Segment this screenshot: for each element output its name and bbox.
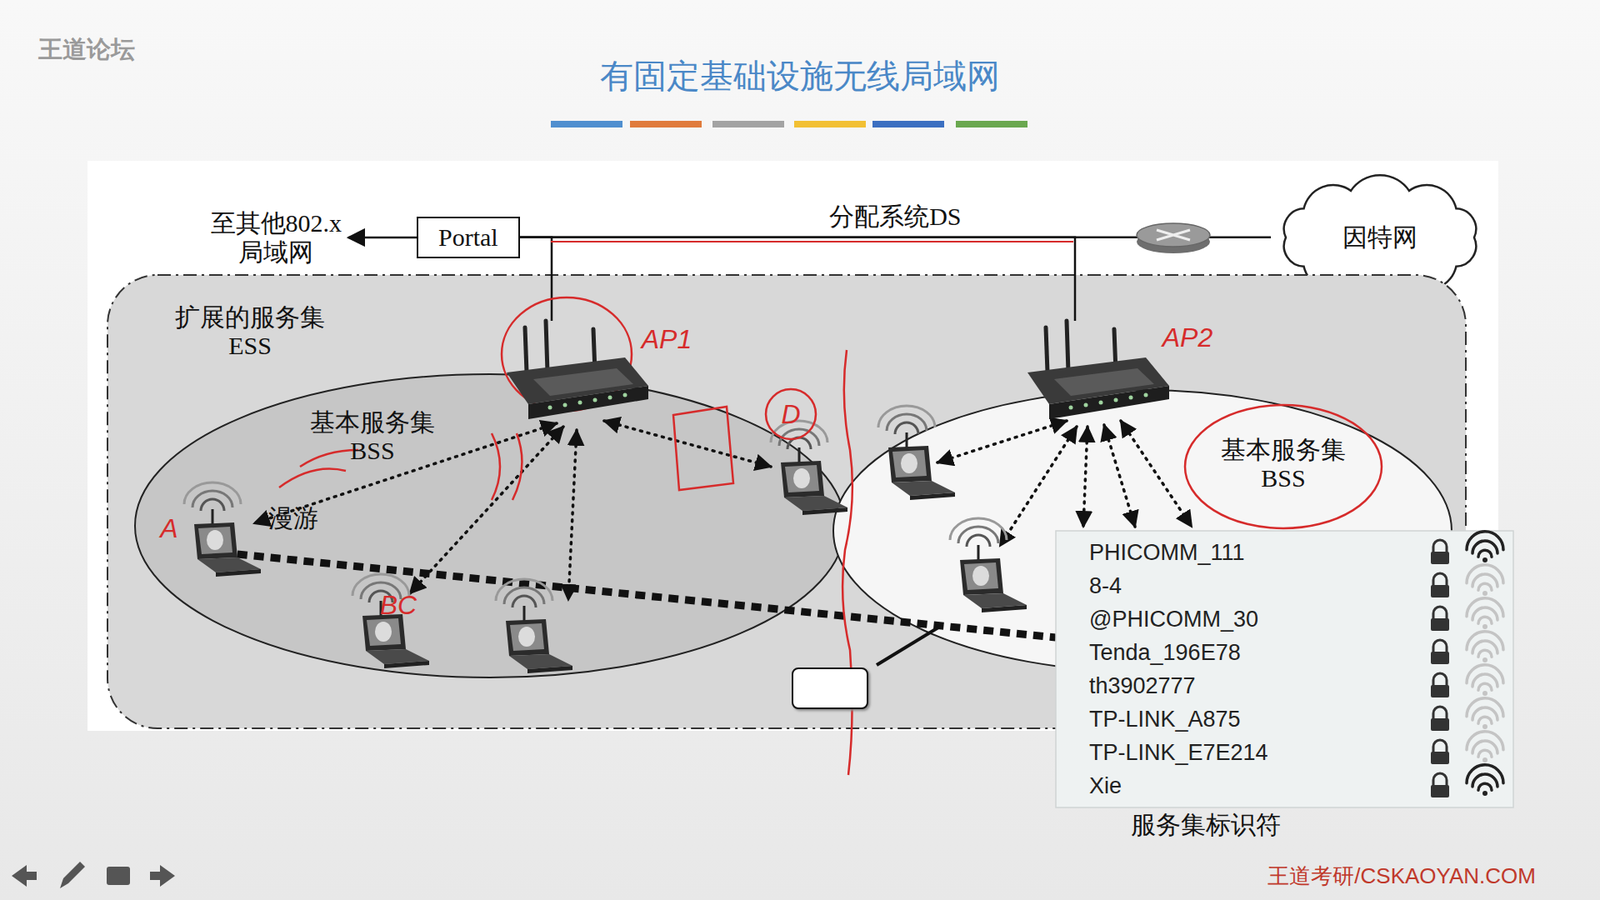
access-point: AP2 — [1020, 320, 1213, 425]
row-icons — [1430, 765, 1504, 798]
laptop-icon — [184, 405, 1027, 674]
panel-ground — [1055, 530, 1514, 808]
title-bars — [550, 120, 1028, 128]
edge-label-holder: 分配系统DS — [829, 201, 961, 231]
leader-line — [876, 627, 939, 665]
ap-label: AP1 — [641, 324, 692, 355]
row-icons — [1430, 631, 1504, 665]
label-holder: 王道论坛 — [38, 33, 135, 67]
ssid-name: TP-LINK_E7E214 — [1089, 735, 1514, 770]
node-label: 基本服务集 BSS — [310, 408, 435, 466]
ds-wire — [520, 237, 552, 321]
title-holder: 有固定基础设施无线局域网 — [0, 53, 1600, 100]
ssid-name: PHICOMM_111 — [1089, 535, 1514, 570]
node-label: Portal — [438, 223, 499, 251]
row-icons — [1430, 665, 1504, 698]
row-icons — [1430, 731, 1504, 765]
roaming-path — [204, 550, 1056, 638]
navigation-icons — [11, 861, 175, 889]
ssid-list-panel: PHICOMM_1118-4@PHICOMM_30Tenda_196E78th3… — [1055, 530, 1514, 840]
label-holder: 王道考研/CSKAOYAN.COM — [1267, 861, 1536, 891]
label-holder: 至其他802.x 局域网 — [210, 209, 343, 267]
edge-label: 分配系统DS — [829, 201, 961, 230]
internet-cloud: 因特网 — [1270, 173, 1490, 302]
handwritten-letter: A — [160, 513, 178, 544]
access-point: AP1 — [500, 320, 692, 430]
row-icons — [1430, 565, 1504, 598]
portal-box: Portal — [416, 216, 520, 260]
bss-ellipse: 基本服务集 BSSAP1 — [133, 372, 847, 680]
node-label: 漫游 — [268, 504, 319, 532]
ssid-name: Xie — [1089, 769, 1514, 803]
ssid-name: TP-LINK_A875 — [1089, 702, 1514, 736]
ap-label: AP2 — [1162, 322, 1213, 354]
ssid-name: @PHICOMM_30 — [1089, 602, 1514, 636]
footer-credit: 王道考研/CSKAOYAN.COM — [1267, 863, 1536, 889]
row-icons — [1430, 698, 1504, 731]
watermark: 王道论坛 — [38, 35, 135, 63]
node-label: 扩展的服务集 ESS — [175, 303, 325, 361]
label-holder: A — [160, 513, 178, 545]
panel-ground — [1055, 530, 1514, 808]
bss-ellipse-outline — [133, 372, 847, 680]
router-icon — [1136, 223, 1210, 254]
row-icons — [1430, 531, 1504, 565]
roaming-callout: 漫游 — [791, 667, 869, 710]
ssid-name: Tenda_196E78 — [1089, 635, 1514, 670]
node-label: 基本服务集 BSS — [1220, 435, 1346, 494]
ssid-name: 8-4 — [1089, 569, 1514, 603]
ssid-name: th3902777 — [1089, 669, 1514, 703]
label-holder: BC — [380, 590, 417, 621]
node-label: 因特网 — [1342, 223, 1418, 253]
red-annotation — [550, 240, 1074, 243]
handwritten-letter: D — [780, 399, 800, 430]
label-holder: D — [780, 399, 800, 430]
panel-caption: 服务集标识符 — [1130, 810, 1281, 840]
handwritten-letter: BC — [380, 590, 417, 620]
destination-label: 至其他802.x 局域网 — [210, 209, 343, 267]
ds-wire — [520, 237, 1075, 321]
row-icons — [1430, 598, 1504, 631]
slide-title: 有固定基础设施无线局域网 — [600, 57, 1000, 95]
